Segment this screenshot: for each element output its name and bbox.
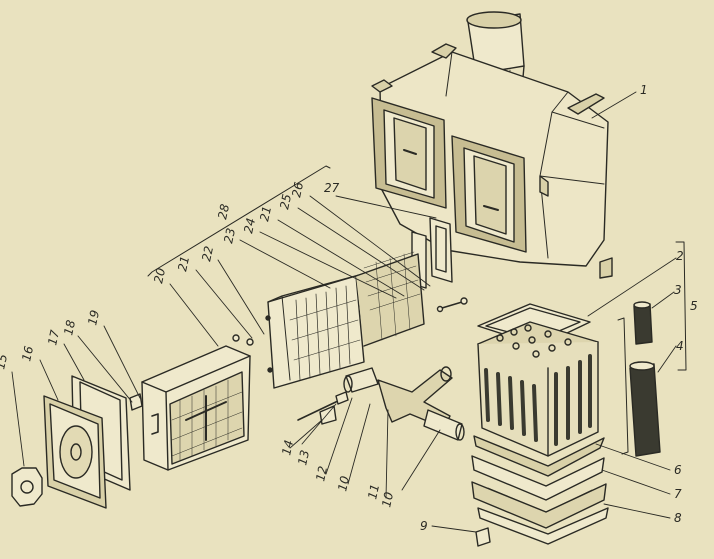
callout-16: 16 <box>19 344 36 362</box>
callout-20: 20 <box>151 266 168 284</box>
filter-cassette-part-23 <box>265 251 425 389</box>
callout-26: 26 <box>289 180 306 198</box>
callout-13: 13 <box>295 449 312 467</box>
callout-21-left: 21 <box>175 255 192 273</box>
callout-10-upper: 10 <box>335 474 352 492</box>
callout-24: 24 <box>241 217 258 235</box>
callout-6: 6 <box>674 463 682 477</box>
tube-parts-3-4 <box>617 301 661 457</box>
callout-8: 8 <box>674 511 682 525</box>
callout-14: 14 <box>279 439 296 457</box>
callout-3: 3 <box>674 283 682 297</box>
callout-1: 1 <box>640 83 648 97</box>
pipe-parts-10-14 <box>297 366 465 441</box>
callout-7: 7 <box>674 487 682 501</box>
bracket-lines <box>147 165 687 371</box>
callout-23: 23 <box>221 227 238 245</box>
callout-21-right: 21 <box>257 205 274 223</box>
housing-part-1 <box>371 11 613 279</box>
callout-labels: 1 2 3 4 5 6 7 8 9 10 10 11 12 13 14 15 1… <box>0 83 698 533</box>
callout-15: 15 <box>0 353 10 371</box>
callout-12: 12 <box>313 465 330 483</box>
filter-box-part-20 <box>141 334 254 471</box>
callout-27: 27 <box>324 181 340 195</box>
callout-10-lower: 10 <box>379 490 396 508</box>
cover-parts-16-19 <box>11 375 143 509</box>
callout-18: 18 <box>61 318 78 336</box>
callout-2: 2 <box>676 249 684 263</box>
cartridge-stack-parts-2-9 <box>471 303 609 547</box>
callout-4: 4 <box>676 339 684 353</box>
callout-19: 19 <box>85 309 102 327</box>
callout-22: 22 <box>199 245 216 263</box>
callout-11: 11 <box>365 483 382 501</box>
callout-5: 5 <box>690 299 698 313</box>
gasket-parts-25-27 <box>411 217 468 313</box>
callout-28: 28 <box>215 202 232 220</box>
leader-lines <box>11 91 677 533</box>
callout-25: 25 <box>277 193 294 211</box>
callout-9: 9 <box>420 519 428 533</box>
callout-17: 17 <box>45 328 62 346</box>
